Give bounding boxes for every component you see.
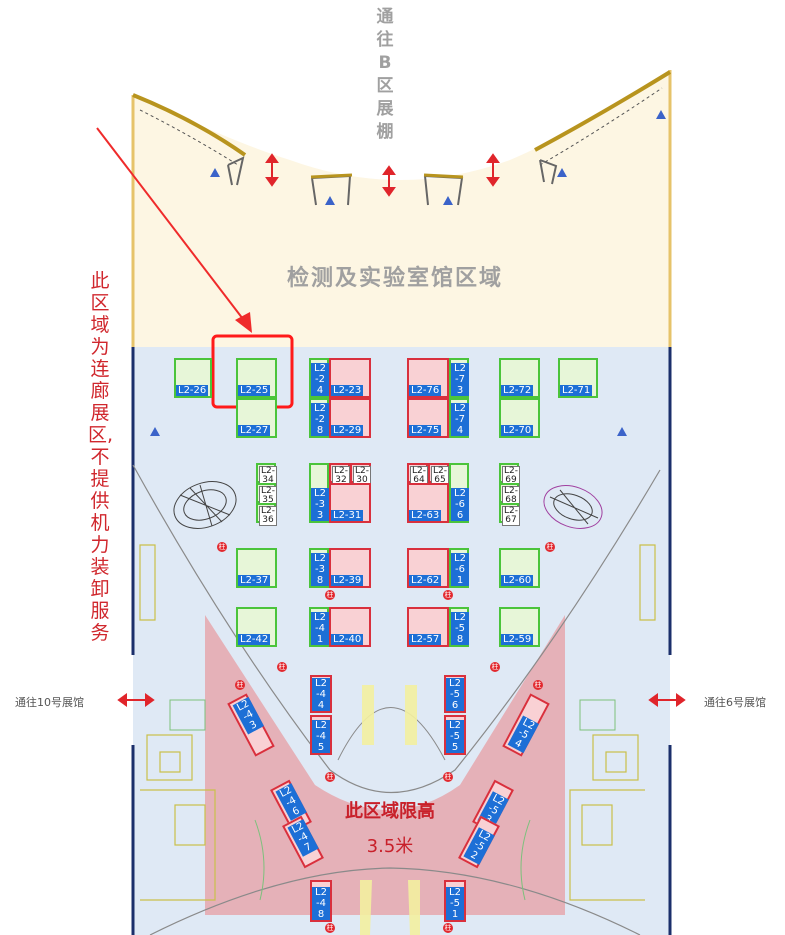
pillar-icon: 柱 xyxy=(277,662,287,672)
pillar-icon: 柱 xyxy=(443,590,453,600)
booth[interactable]: L2-38 xyxy=(309,548,329,588)
pillar-icon: 柱 xyxy=(533,680,543,690)
booth[interactable]: L2-32 xyxy=(329,463,350,486)
booth[interactable]: L2-61 xyxy=(449,548,469,588)
booth[interactable]: L2-24 xyxy=(309,358,329,398)
booth[interactable]: L2-26 xyxy=(174,358,212,398)
booth[interactable]: L2-55 xyxy=(444,715,466,755)
booth[interactable]: L2-41 xyxy=(309,607,329,647)
booth[interactable]: L2-31 xyxy=(329,483,371,523)
booth[interactable]: L2-76 xyxy=(407,358,449,398)
pillar-icon: 柱 xyxy=(443,772,453,782)
booth[interactable]: L2-72 xyxy=(499,358,540,398)
pillar-icon: 柱 xyxy=(325,772,335,782)
booth[interactable]: L2-71 xyxy=(558,358,598,398)
booth[interactable]: L2-63 xyxy=(407,483,449,523)
booth[interactable]: L2-23 xyxy=(329,358,371,398)
booth[interactable]: L2-57 xyxy=(407,607,449,647)
booth[interactable]: L2-56 xyxy=(444,675,466,713)
pillar-icon: 柱 xyxy=(490,662,500,672)
booth[interactable]: L2-65 xyxy=(428,463,449,486)
marker-icon xyxy=(325,196,335,205)
marker-icon xyxy=(557,168,567,177)
booth[interactable]: L2-68 xyxy=(499,483,520,506)
lab-area-fill xyxy=(133,70,670,347)
pillar-icon: 柱 xyxy=(545,542,555,552)
lab-area-label: 检测及实验室馆区域 xyxy=(286,266,503,291)
booth[interactable]: L2-60 xyxy=(499,548,540,588)
booth[interactable]: L2-67 xyxy=(499,503,520,526)
booth[interactable]: L2-70 xyxy=(499,398,540,438)
booth[interactable]: L2-73 xyxy=(449,358,469,398)
booth[interactable]: L2-66 xyxy=(449,463,469,523)
booth[interactable]: L2-58 xyxy=(449,607,469,647)
corridor-note: 此区域为连廊展区,不提供机力装卸服务 xyxy=(88,270,114,644)
marker-icon xyxy=(443,196,453,205)
marker-icon xyxy=(150,427,160,436)
pillar-icon: 柱 xyxy=(443,923,453,933)
pillar-icon: 柱 xyxy=(235,680,245,690)
booth[interactable]: L2-33 xyxy=(309,463,329,523)
booth[interactable]: L2-34 xyxy=(256,463,277,486)
booth[interactable]: L2-42 xyxy=(236,607,277,647)
booth[interactable]: L2-27 xyxy=(236,398,277,438)
booth[interactable]: L2-44 xyxy=(310,675,332,713)
height-limit-line1: 此区域限高 xyxy=(345,801,435,822)
booth[interactable]: L2-59 xyxy=(499,607,540,647)
booth[interactable]: L2-51 xyxy=(444,880,466,922)
booth[interactable]: L2-48 xyxy=(310,880,332,922)
pillar-icon: 柱 xyxy=(217,542,227,552)
right-passage-label: 通往6号展馆 xyxy=(704,696,766,709)
pillar-icon: 柱 xyxy=(325,590,335,600)
booth[interactable]: L2-62 xyxy=(407,548,449,588)
booth[interactable]: L2-74 xyxy=(449,398,469,438)
pillar-icon: 柱 xyxy=(325,923,335,933)
booth[interactable]: L2-25 xyxy=(236,358,277,398)
marker-icon xyxy=(656,110,666,119)
left-passage-label: 通往10号展馆 xyxy=(15,696,84,709)
booth[interactable]: L2-35 xyxy=(256,483,277,506)
marker-icon xyxy=(617,427,627,436)
booth[interactable]: L2-39 xyxy=(329,548,371,588)
booth[interactable]: L2-37 xyxy=(236,548,277,588)
marker-icon xyxy=(210,168,220,177)
booth[interactable]: L2-30 xyxy=(350,463,371,486)
booth[interactable]: L2-36 xyxy=(256,503,277,526)
booth[interactable]: L2-69 xyxy=(499,463,520,486)
booth[interactable]: L2-29 xyxy=(329,398,371,438)
booth[interactable]: L2-40 xyxy=(329,607,371,647)
booth[interactable]: L2-28 xyxy=(309,398,329,438)
booth[interactable]: L2-64 xyxy=(407,463,428,486)
height-limit-line2: 3.5米 xyxy=(366,836,414,857)
booth[interactable]: L2-45 xyxy=(310,715,332,755)
booth[interactable]: L2-75 xyxy=(407,398,449,438)
top-passage-label: 通往B区展棚 xyxy=(376,7,394,142)
